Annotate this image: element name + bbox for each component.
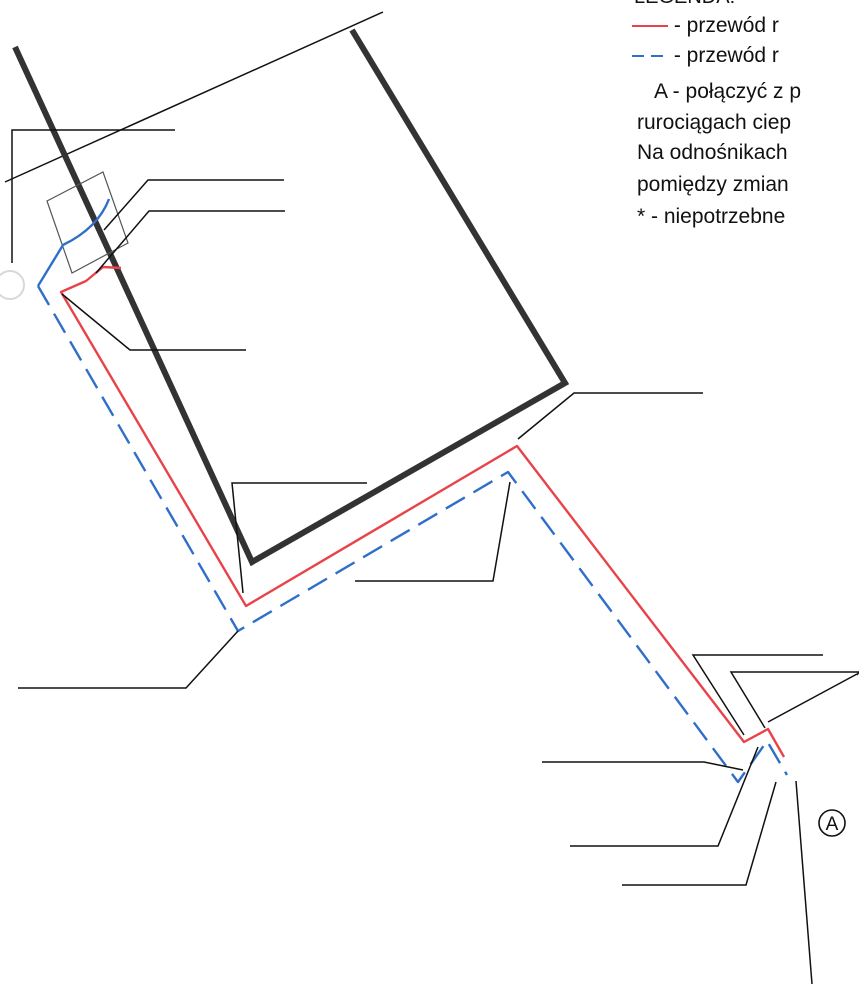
supply-line-sample: [632, 25, 668, 28]
legend-supply-entry: - przewód r: [632, 14, 779, 38]
return-line-sample: [632, 55, 668, 58]
return-pipe: [36, 285, 789, 784]
connection-point-a-circle: [818, 809, 846, 837]
legend-supply-label: - przewód r: [673, 14, 779, 37]
leader-1: [11, 129, 175, 263]
leader-10: [729, 671, 859, 729]
leader-2: [103, 179, 284, 231]
leader-4: [61, 293, 246, 351]
legend-title: LEGENDA:: [634, 0, 735, 9]
building-outline: [12, 28, 570, 567]
legend-return-label: - przewód r: [673, 44, 779, 67]
leader-14: [795, 780, 813, 984]
leader-8: [18, 630, 239, 689]
leader-10b: [767, 673, 858, 723]
boundary-line: [4, 11, 384, 183]
connection-point-a-label: A: [826, 814, 839, 835]
legend-return-entry: - przewód r: [632, 44, 779, 68]
leader-11: [542, 761, 744, 771]
leader-9: [691, 654, 823, 736]
leader-3: [95, 210, 285, 274]
legend-note-5: * - niepotrzebne: [637, 205, 786, 228]
edge-marker: [0, 270, 25, 300]
return-pipe-box-link: [36, 198, 111, 287]
leader-6: [231, 482, 367, 594]
leader-12: [570, 746, 759, 847]
leader-13: [622, 781, 777, 886]
connection-point-a: A: [818, 809, 846, 837]
leader-5: [517, 392, 703, 440]
legend-note-3: Na odnośnikach: [637, 141, 788, 164]
leader-7: [355, 481, 511, 582]
connection-box: [46, 171, 129, 274]
legend-note-4: pomiędzy zmian: [637, 173, 789, 196]
legend-note-1: A - połączyć z p: [654, 80, 802, 103]
legend-note-2: rurociągach ciep: [637, 111, 792, 134]
